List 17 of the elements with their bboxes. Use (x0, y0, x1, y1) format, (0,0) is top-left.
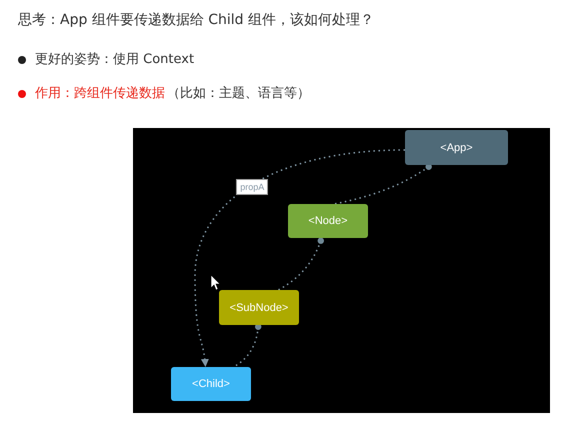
node-label: <SubNode> (230, 302, 288, 314)
component-box (171, 367, 251, 401)
node-label: <Child> (192, 378, 230, 390)
component-box (219, 290, 299, 325)
component-box (405, 130, 508, 165)
node-label: <App> (440, 142, 473, 154)
note-text: （比如：主题、语言等） (167, 86, 310, 102)
bullet-text: 更好的姿势：使用 Context (35, 52, 194, 68)
dotted-connector (333, 164, 432, 205)
dotted-arrow (194, 149, 406, 367)
heading: 思考：App 组件要传递数据给 Child 组件，该如何处理？ (18, 12, 374, 28)
edge-label: propA (236, 178, 268, 195)
bullet-text: 作用：跨组件传递数据 (35, 86, 165, 102)
node-label: <Node> (308, 215, 348, 227)
dotted-connector (278, 238, 324, 291)
component-box (288, 204, 368, 238)
dotted-connector (233, 324, 262, 368)
